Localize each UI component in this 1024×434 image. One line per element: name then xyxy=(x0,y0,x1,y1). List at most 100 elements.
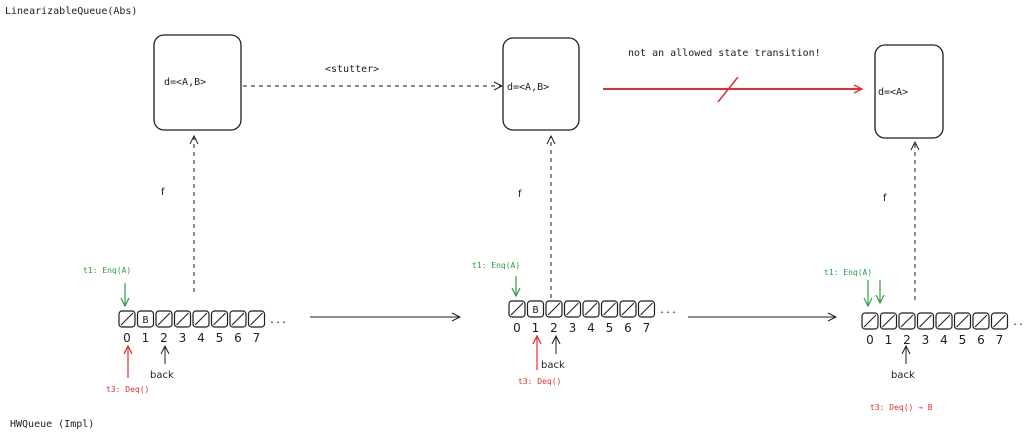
empty-slash-icon xyxy=(566,302,579,316)
queue-cell xyxy=(972,312,990,330)
stutter-label: <stutter> xyxy=(325,64,379,75)
queue-cell xyxy=(545,300,563,318)
cell-index: 4 xyxy=(587,321,595,335)
empty-slash-icon xyxy=(900,314,914,328)
cell-index: 6 xyxy=(977,333,985,347)
cell-index: 1 xyxy=(532,321,540,335)
cell-value: B xyxy=(532,305,538,316)
queue-cell xyxy=(637,300,656,318)
ellipsis: ... xyxy=(269,315,287,326)
back-label: back xyxy=(150,370,174,381)
empty-slash-icon xyxy=(974,314,988,328)
ellipsis: ... xyxy=(659,305,677,316)
impl-title: HWQueue (Impl) xyxy=(10,419,94,430)
state-box-2: d=<A,B> xyxy=(502,37,580,131)
cell-index: 4 xyxy=(197,331,205,345)
t1-enqueue-label: t1: Enq(A) xyxy=(824,268,872,277)
t1-enqueue-label: t1: Enq(A) xyxy=(472,261,520,270)
cell-index: 5 xyxy=(606,321,614,335)
empty-slash-icon xyxy=(919,314,932,328)
empty-slash-icon xyxy=(937,314,951,328)
t3-dequeue-label: t3: Deq() → B xyxy=(870,403,933,412)
cell-index: 7 xyxy=(253,331,261,345)
queue-cell xyxy=(619,300,637,318)
empty-slash-icon xyxy=(956,314,969,328)
cell-index: 1 xyxy=(142,331,150,345)
cell-index: 2 xyxy=(550,321,558,335)
cell-index: 3 xyxy=(569,321,577,335)
cell-index: 0 xyxy=(513,321,521,335)
back-label: back xyxy=(541,360,565,371)
cell-index: 0 xyxy=(123,331,131,345)
state-label: d=<A> xyxy=(878,87,908,98)
back-label: back xyxy=(891,370,915,381)
cell-index: 2 xyxy=(903,333,911,347)
t3-dequeue-label: t3: Deq() xyxy=(106,385,149,394)
cell-index: 7 xyxy=(643,321,651,335)
cell-index: 0 xyxy=(866,333,874,347)
t1-enqueue-label: t1: Enq(A) xyxy=(83,266,131,275)
empty-slash-icon xyxy=(882,314,895,328)
cell-index: 4 xyxy=(940,333,948,347)
ellipsis: ... xyxy=(1012,317,1024,328)
queue-cell xyxy=(173,310,192,328)
queue-cell xyxy=(935,312,953,330)
empty-slash-icon xyxy=(213,312,226,326)
mapping-label-f: f xyxy=(161,187,165,198)
t3-dequeue-label: t3: Deq() xyxy=(518,377,561,386)
empty-slash-icon xyxy=(993,314,1006,328)
empty-slash-icon xyxy=(547,302,561,316)
empty-slash-icon xyxy=(250,312,263,326)
empty-slash-icon xyxy=(510,302,524,316)
mapping-label-f: f xyxy=(883,193,887,204)
cell-index: 5 xyxy=(216,331,224,345)
empty-slash-icon xyxy=(863,314,877,328)
strike-mark xyxy=(717,76,739,103)
state-label: d=<A,B> xyxy=(507,82,549,93)
queue-cell xyxy=(600,300,619,318)
cell-value: B xyxy=(142,315,148,326)
empty-slash-icon xyxy=(621,302,635,316)
queue-cell: B xyxy=(526,300,545,318)
empty-slash-icon xyxy=(640,302,653,316)
state-box-3: d=<A> xyxy=(874,44,944,139)
cell-index: 1 xyxy=(885,333,893,347)
abs-title: LinearizableQueue(Abs) xyxy=(5,6,137,17)
cell-index: 3 xyxy=(179,331,187,345)
queue-cell xyxy=(229,310,247,328)
queue-cell xyxy=(118,310,136,328)
state-label: d=<A,B> xyxy=(164,77,206,88)
queue-cell xyxy=(247,310,266,328)
queue-cell xyxy=(192,310,210,328)
disallowed-label: not an allowed state transition! xyxy=(628,48,821,59)
queue-cell xyxy=(916,312,935,330)
cell-index: 2 xyxy=(160,331,168,345)
cell-index: 6 xyxy=(624,321,632,335)
cell-index: 6 xyxy=(234,331,242,345)
cell-index: 7 xyxy=(996,333,1004,347)
queue-cell xyxy=(563,300,582,318)
queue-cell xyxy=(155,310,173,328)
empty-slash-icon xyxy=(120,312,134,326)
empty-slash-icon xyxy=(231,312,245,326)
queue-cell xyxy=(953,312,972,330)
empty-slash-icon xyxy=(157,312,171,326)
empty-slash-icon xyxy=(603,302,616,316)
queue-cell xyxy=(898,312,916,330)
queue-cell: B xyxy=(136,310,155,328)
queue-cell xyxy=(990,312,1009,330)
empty-slash-icon xyxy=(584,302,598,316)
cell-index: 3 xyxy=(922,333,930,347)
queue-cell xyxy=(508,300,526,318)
queue-cell xyxy=(861,312,879,330)
queue-cell xyxy=(582,300,600,318)
state-box-1: d=<A,B> xyxy=(153,34,242,131)
empty-slash-icon xyxy=(176,312,189,326)
cell-index: 5 xyxy=(959,333,967,347)
queue-cell xyxy=(879,312,898,330)
queue-cell xyxy=(210,310,229,328)
